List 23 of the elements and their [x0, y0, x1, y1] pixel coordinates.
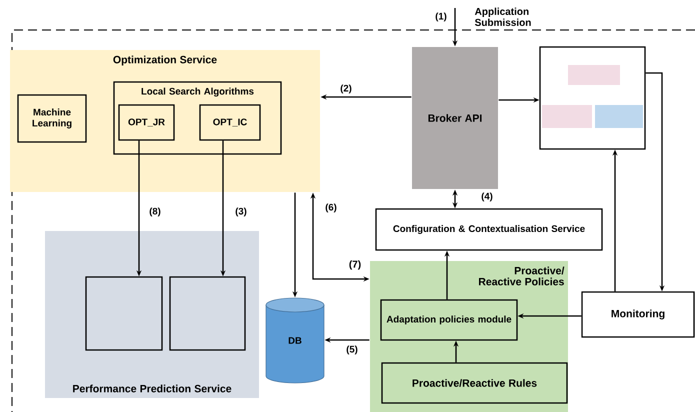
- process-box: Proactive/Reactive Rules: [381, 362, 568, 404]
- process-box: OPT_JR: [118, 104, 175, 141]
- process-box: [85, 276, 163, 351]
- annotation-text: Application Submission: [474, 8, 531, 26]
- process-box: Configuration & Contextualisation Service: [375, 208, 603, 251]
- tag-box: [542, 105, 592, 128]
- edge-label: (1): [434, 12, 448, 22]
- tag-box: [595, 105, 643, 128]
- process-box: Adaptation policies module: [380, 299, 518, 341]
- process-box: Machine Learning: [17, 94, 87, 143]
- edge-label: (4): [480, 192, 494, 202]
- step-number: (7): [349, 260, 361, 270]
- edge-label: (3): [234, 206, 248, 218]
- edge-label: (2): [339, 84, 353, 94]
- edge-label: (6): [324, 202, 338, 214]
- process-box: Monitoring: [581, 291, 695, 338]
- process-box: [169, 276, 246, 351]
- tag-box: [568, 65, 620, 85]
- edge-label: (5): [345, 344, 359, 356]
- process-box: OPT_IC: [199, 104, 261, 141]
- broker-block: Broker API: [412, 47, 498, 189]
- database-cylinder: DB: [266, 298, 324, 384]
- edge-label: (8): [148, 206, 162, 218]
